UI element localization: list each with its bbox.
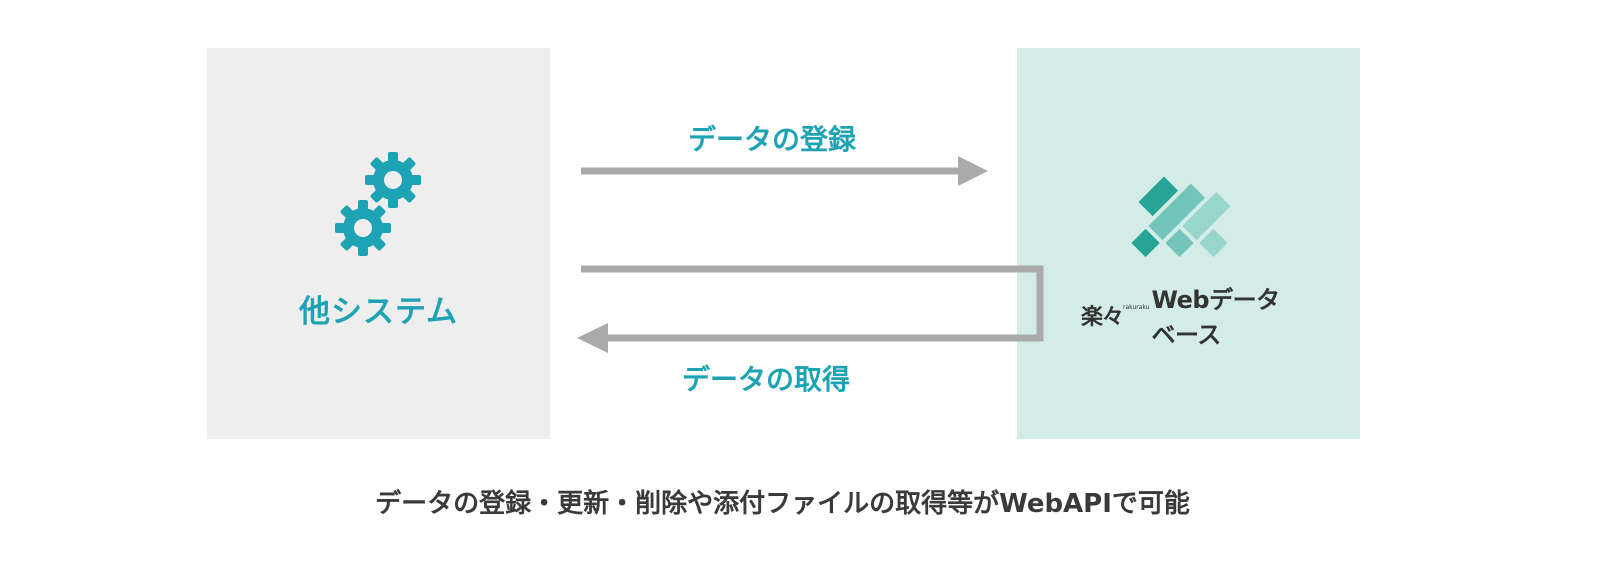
rakuraku-logo-icon [1131,176,1231,258]
other-system-label: 他システム [298,294,459,330]
logo-text: Webデータベース [1151,286,1281,349]
web-database-panel: 楽々 rakuraku Webデータベース [1017,48,1360,439]
fetch-label: データの取得 [682,363,851,396]
gears-icon [335,152,421,256]
logo-kanji: 楽々 [1081,305,1124,330]
register-arrow [581,156,988,186]
other-system-panel: 他システム [207,48,550,439]
caption: データの登録・更新・削除や添付ファイルの取得等がWebAPIで可能 [375,489,1190,519]
register-label: データの登録 [688,123,857,156]
rakuraku-wordmark: 楽々 rakuraku Webデータベース [1081,286,1296,349]
flow-arrows [577,156,1044,353]
logo-tag: rakuraku [1123,304,1150,311]
fetch-arrow [577,265,1044,353]
